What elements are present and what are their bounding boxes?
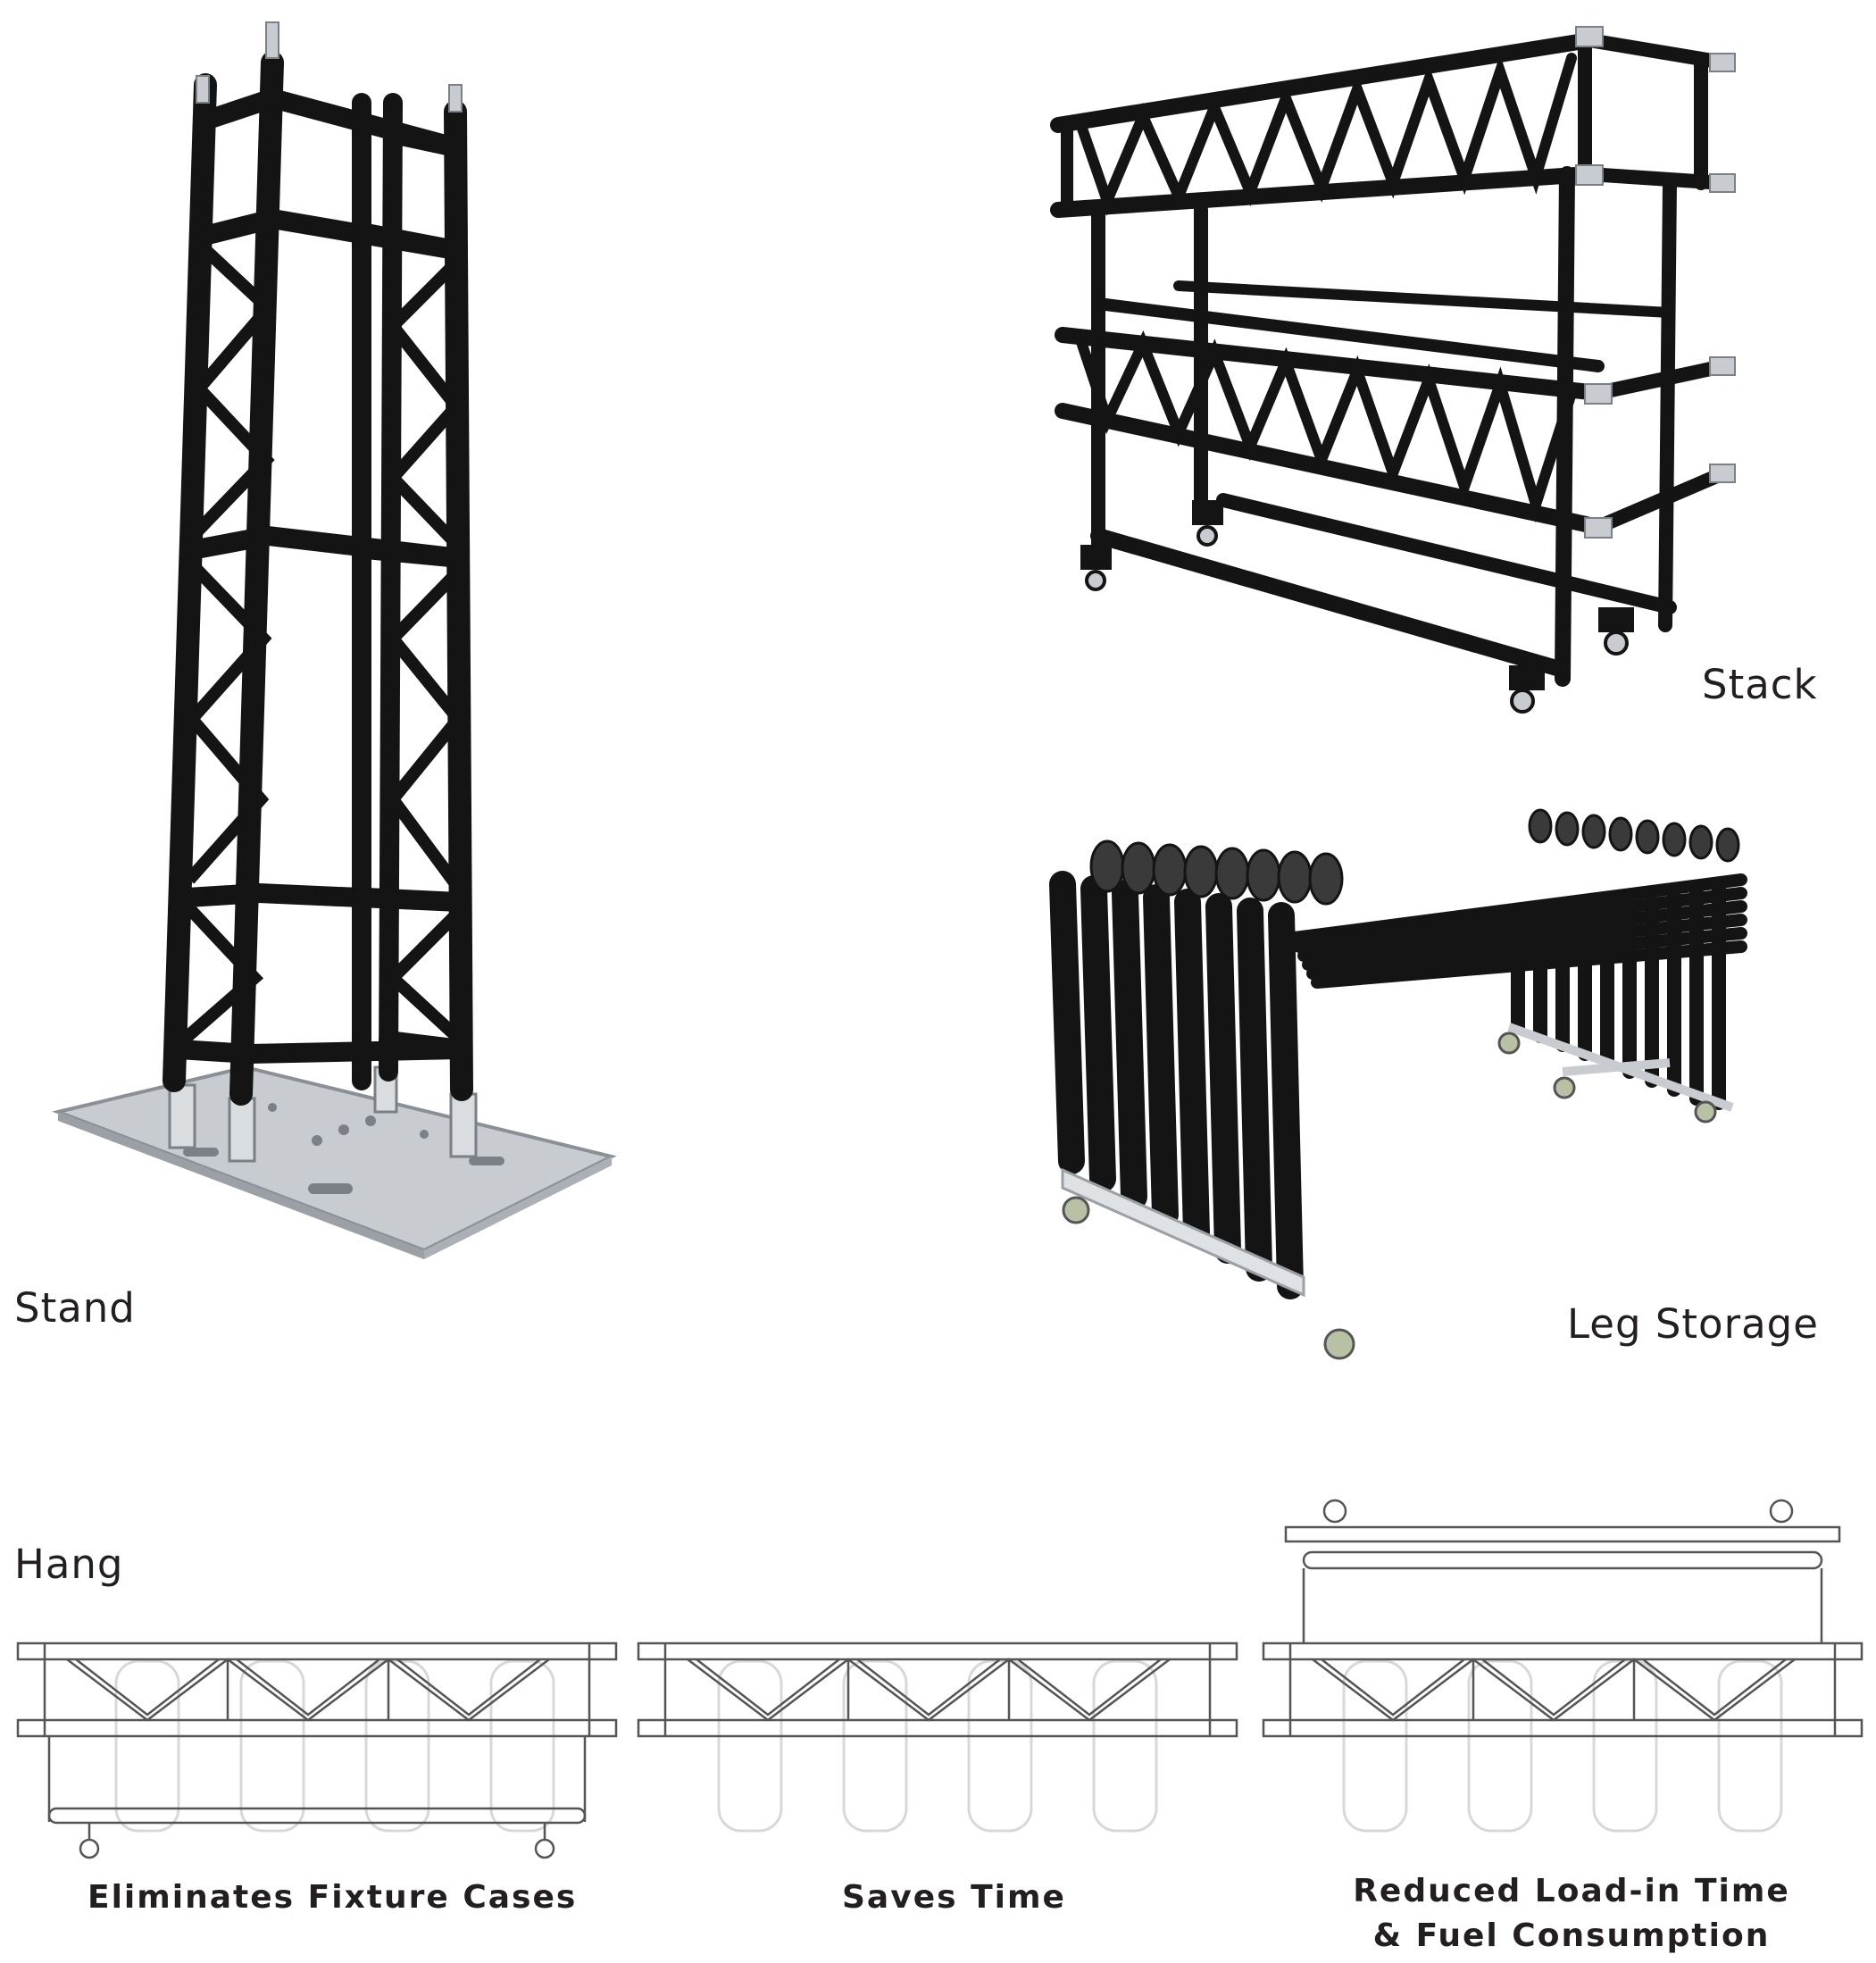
stack-label: Stack bbox=[1702, 661, 1818, 708]
hang-diagram-stacked bbox=[1259, 1491, 1866, 1875]
stand-label: Stand bbox=[14, 1284, 136, 1332]
caption-reduced-load-in-line1: Reduced Load-in Time bbox=[1353, 1873, 1790, 1909]
caption-eliminates-fixture-cases: Eliminates Fixture Cases bbox=[88, 1879, 578, 1916]
leg-storage-label: Leg Storage bbox=[1567, 1300, 1819, 1348]
hang-label: Hang bbox=[14, 1541, 124, 1588]
caption-reduced-load-in: Reduced Load-in Time & Fuel Consumption bbox=[1339, 1869, 1804, 1959]
leg-storage-image bbox=[1045, 804, 1759, 1375]
caption-saves-time: Saves Time bbox=[842, 1879, 1066, 1916]
hang-diagram-truss-only bbox=[634, 1634, 1241, 1840]
stack-truss-image bbox=[1045, 18, 1741, 732]
stand-truss-image bbox=[49, 13, 621, 1264]
caption-reduced-load-in-line2: & Fuel Consumption bbox=[1372, 1917, 1771, 1954]
hang-diagram-with-cart bbox=[13, 1634, 621, 1875]
